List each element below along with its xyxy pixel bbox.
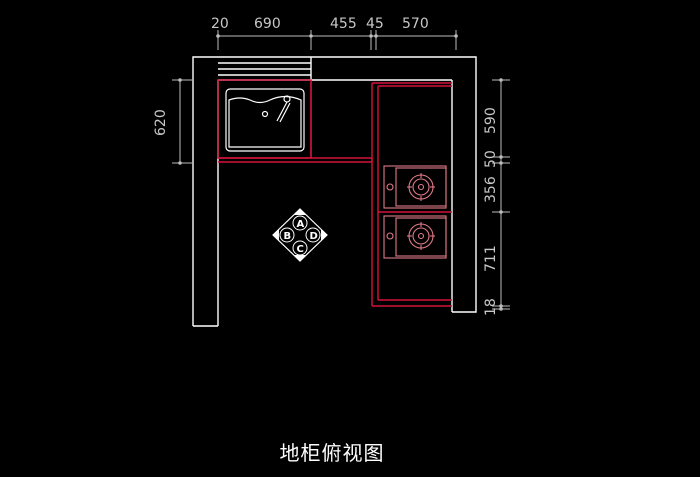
dim-right-356: 356: [483, 176, 499, 203]
cooktop-lower-burner-icon: [383, 215, 447, 259]
top-dimension-dots: [216, 34, 458, 38]
dim-right-711: 711: [483, 245, 499, 272]
room-walls: [192, 56, 477, 327]
marker-label-a: A: [297, 219, 305, 230]
drawing-title: 地柜俯视图: [280, 441, 385, 465]
marker-label-b: B: [284, 231, 292, 242]
view-direction-marker: A B D C: [272, 208, 328, 262]
right-dimension-dots: [499, 78, 503, 311]
dim-right-18: 18: [483, 298, 499, 316]
cooktop-upper-burner-icon: [383, 165, 447, 209]
dim-right-50: 50: [483, 150, 499, 168]
sink-cabinet: [217, 79, 372, 163]
top-dimension-chain: [217, 30, 457, 50]
left-dimension-dots: [178, 78, 182, 165]
stove-cabinet: [371, 82, 452, 307]
dim-top-455: 455: [330, 16, 357, 32]
dim-top-20: 20: [211, 16, 229, 32]
dim-top-690: 690: [254, 16, 281, 32]
marker-label-d: D: [310, 231, 318, 242]
dim-right-590: 590: [483, 107, 499, 134]
marker-label-c: C: [297, 244, 304, 255]
dim-left-620: 620: [153, 109, 169, 136]
sink-icon: [225, 88, 305, 152]
left-dimension: [172, 79, 192, 164]
dim-top-45: 45: [366, 16, 384, 32]
dim-top-570: 570: [402, 16, 429, 32]
